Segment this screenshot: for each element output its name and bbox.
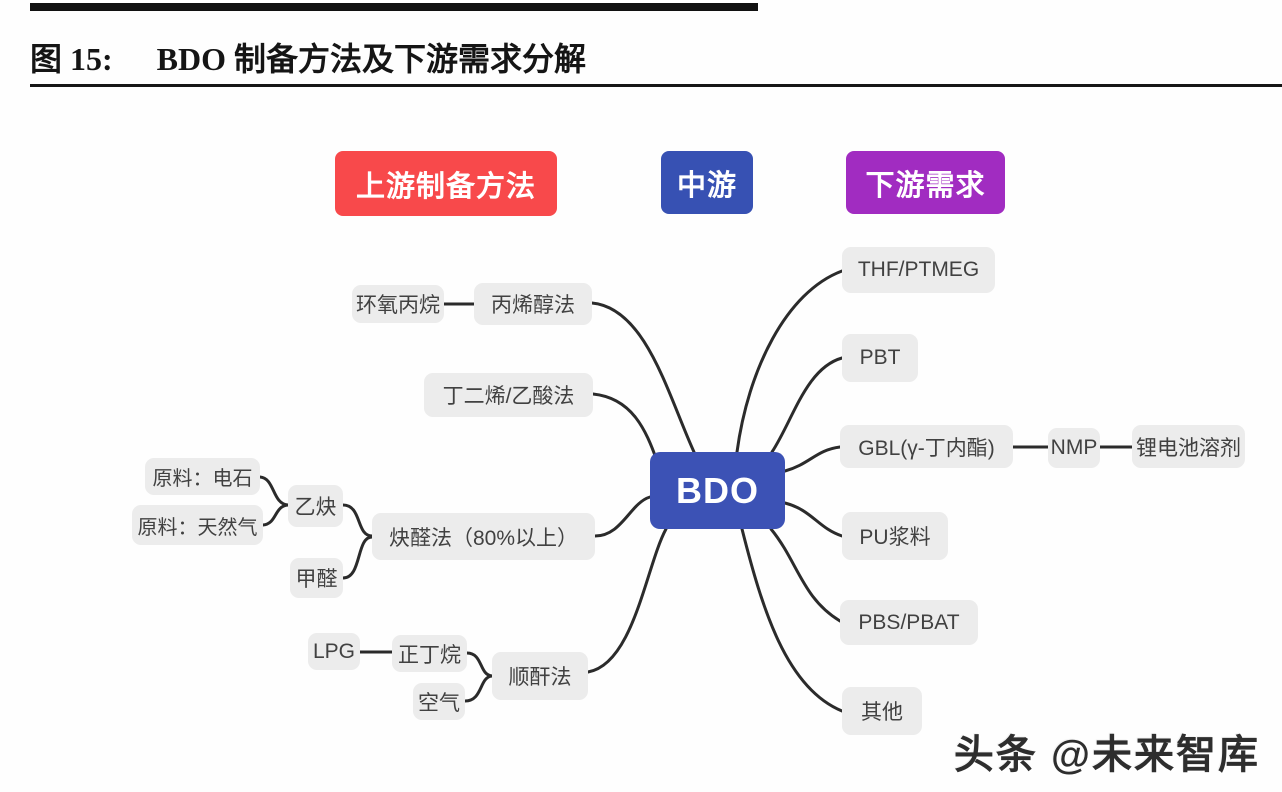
- connector-allyl-bdo: [590, 301, 696, 454]
- connector-reppe-bdo: [593, 495, 652, 538]
- connector-carbide-acetylene: [258, 475, 290, 507]
- connector-formaldehyde-reppe: [341, 535, 374, 580]
- node-pu-slurry: PU浆料: [842, 512, 948, 560]
- node-nmp: NMP: [1048, 428, 1100, 468]
- node-lpg: LPG: [308, 633, 360, 670]
- connector-acetylene-reppe: [341, 503, 374, 538]
- connector-bdo-pbt: [770, 356, 844, 454]
- node-feed-carbide: 原料：电石: [145, 458, 260, 495]
- node-li-battery-solvent: 锂电池溶剂: [1132, 425, 1245, 468]
- connector-butadiene-bdo: [591, 392, 659, 463]
- node-thf-ptmeg: THF/PTMEG: [842, 247, 995, 293]
- node-allyl-alcohol-method: 丙烯醇法: [474, 283, 592, 325]
- node-gbl: GBL(γ-丁内酯): [840, 425, 1013, 468]
- figure-title: 图 15: BDO 制备方法及下游需求分解: [30, 34, 1250, 80]
- connector-maleic-bdo: [586, 527, 668, 674]
- node-other: 其他: [842, 687, 922, 735]
- connector-bdo-gbl: [783, 445, 842, 473]
- connector-bdo-other: [740, 527, 844, 713]
- node-formaldehyde: 甲醛: [290, 558, 343, 598]
- legend-upstream-methods: 上游制备方法: [335, 151, 557, 216]
- node-feed-natural-gas: 原料：天然气: [132, 505, 263, 545]
- node-acetylene: 乙炔: [288, 485, 343, 527]
- watermark-toutiao: 头条 @未来智库: [953, 733, 1260, 777]
- node-reppe-method: 炔醛法（80%以上）: [372, 513, 595, 560]
- node-propylene-oxide: 环氧丙烷: [352, 285, 444, 323]
- legend-downstream-demand: 下游需求: [846, 151, 1005, 214]
- connector-bdo-pu: [783, 501, 844, 538]
- title-top-bar: [30, 3, 758, 11]
- node-air: 空气: [413, 683, 465, 720]
- connector-butane-maleic: [465, 651, 494, 678]
- connector-air-maleic: [463, 674, 494, 703]
- node-butadiene-acetic-method: 丁二烯/乙酸法: [424, 373, 593, 417]
- legend-midstream: 中游: [661, 151, 753, 214]
- connector-bdo-thf: [735, 269, 844, 454]
- figure-name: BDO 制备方法及下游需求分解: [156, 41, 587, 77]
- figure-number-label: 图 15:: [30, 41, 113, 77]
- node-bdo-center: BDO: [650, 452, 785, 529]
- node-pbt: PBT: [842, 334, 918, 382]
- title-underline: [30, 84, 1282, 87]
- node-n-butane: 正丁烷: [392, 635, 467, 672]
- node-pbs-pbat: PBS/PBAT: [840, 600, 978, 645]
- node-maleic-anhydride-method: 顺酐法: [492, 652, 588, 700]
- connector-bdo-pbs: [769, 527, 842, 623]
- connector-naturalgas-acetylene: [261, 503, 290, 527]
